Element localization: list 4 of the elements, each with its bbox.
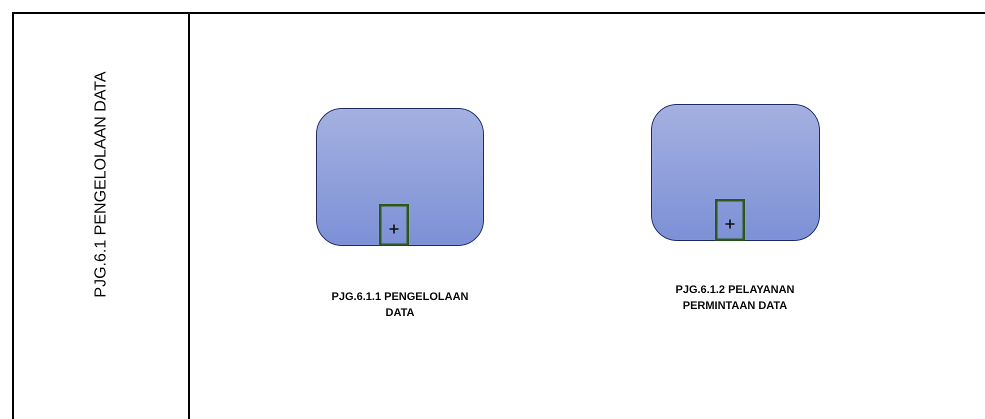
process-label: PJG.6.1.1 PENGELOLAAN DATA bbox=[330, 290, 470, 321]
lane-title: PJG.6.1 PENGELOLAAN DATA bbox=[92, 70, 110, 300]
process-label: PJG.6.1.2 PELAYANAN PERMINTAAN DATA bbox=[674, 283, 796, 314]
swimlane bbox=[12, 12, 985, 419]
